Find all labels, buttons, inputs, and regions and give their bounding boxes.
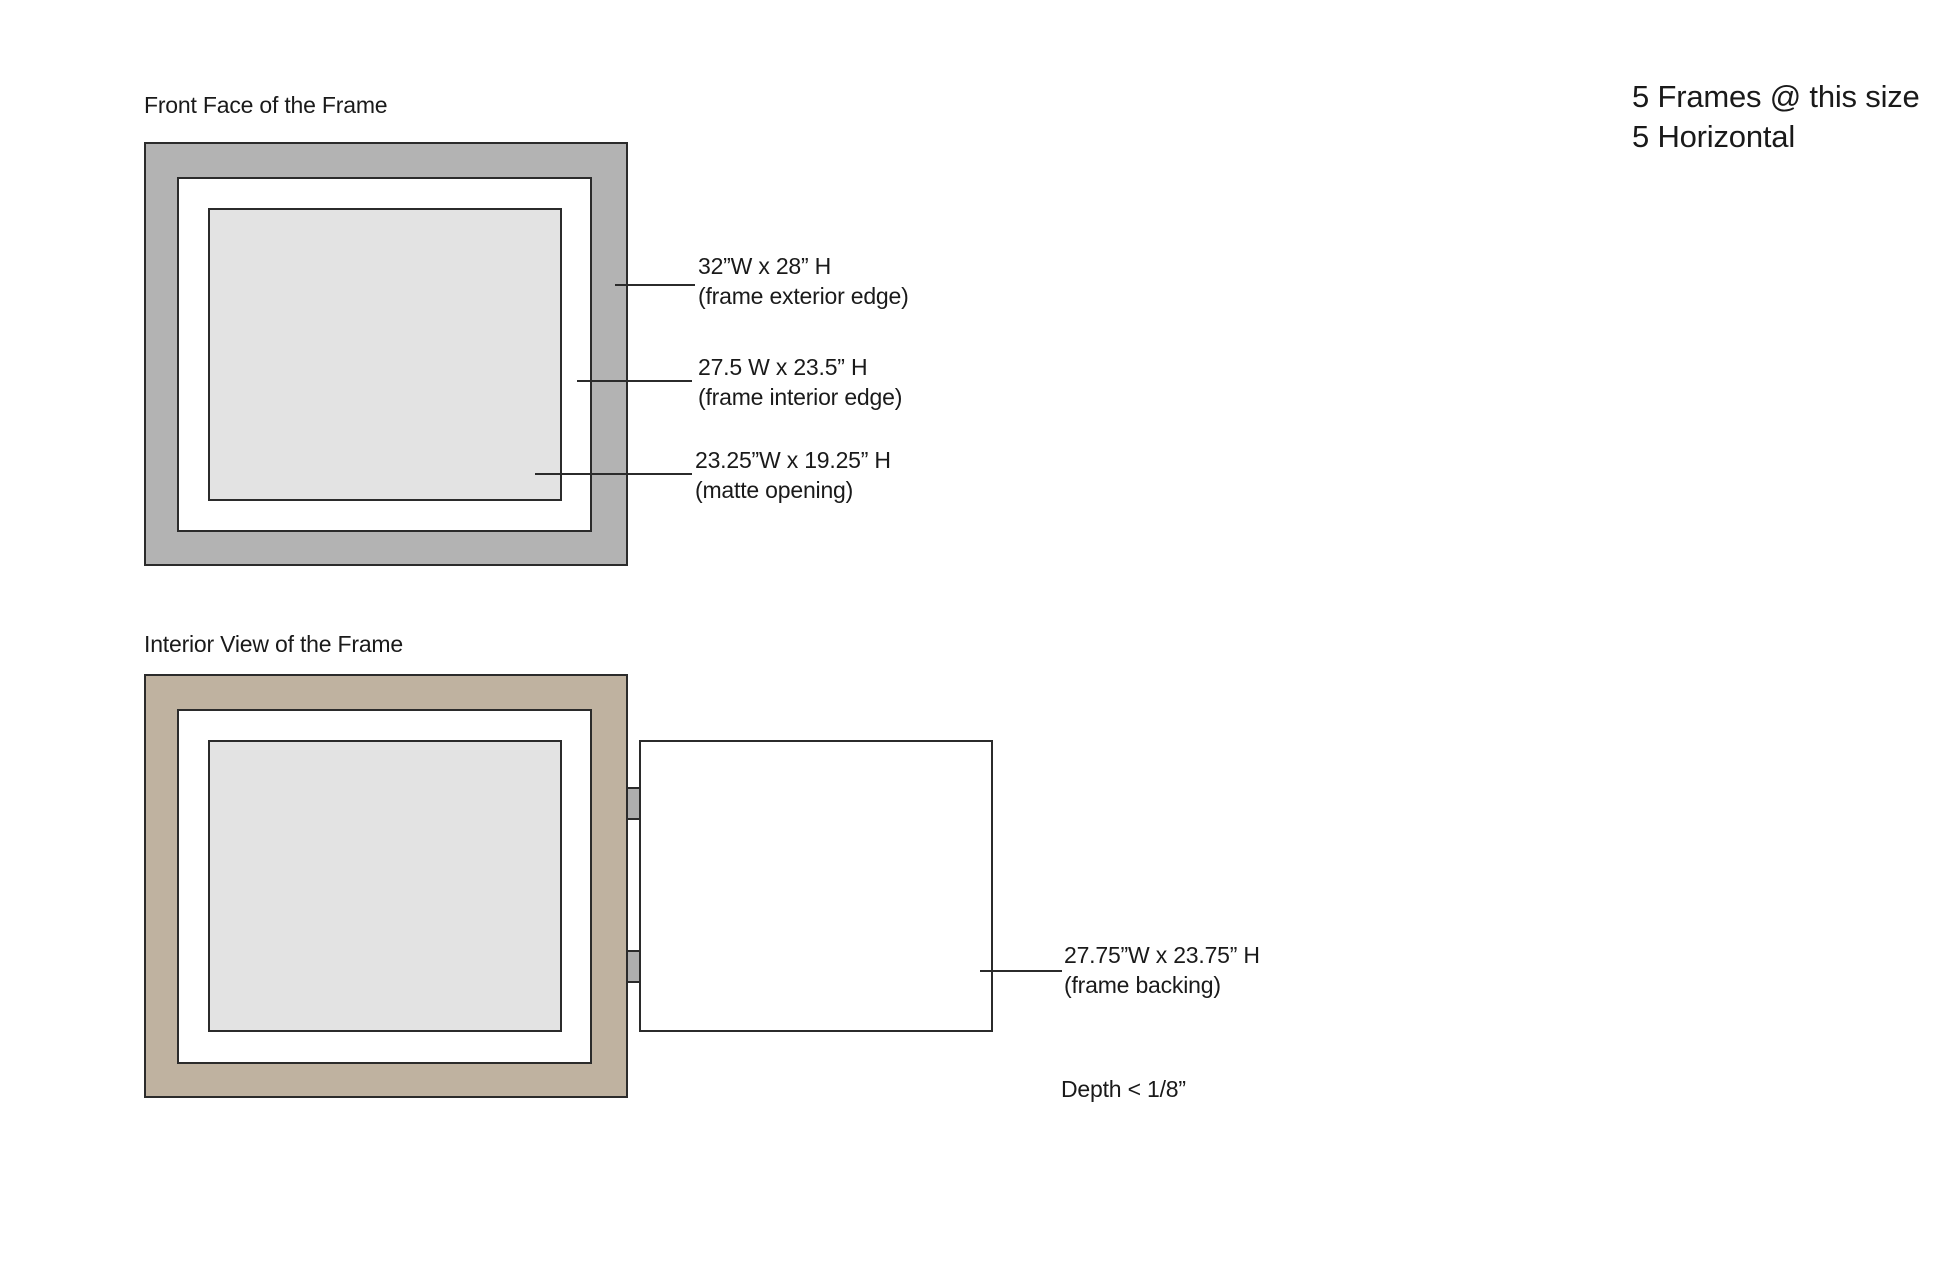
orientation-note: 5 Horizontal <box>1632 119 1796 154</box>
interior-view-title: Interior View of the Frame <box>144 631 403 657</box>
opening-description-label: (matte opening) <box>695 477 854 503</box>
backing-dimension-label: 27.75”W x 23.75” H <box>1064 942 1260 968</box>
exterior-leader-line <box>615 284 695 286</box>
interior-leader-line <box>577 380 692 382</box>
front-matte-opening <box>208 208 562 501</box>
interior-dimension-label: 27.5 W x 23.5” H <box>698 354 868 380</box>
opening-dimension-label: 23.25”W x 19.25” H <box>695 447 891 473</box>
frame-backing-board <box>639 740 993 1032</box>
backing-leader-line <box>980 970 1062 972</box>
depth-label: Depth < 1/8” <box>1061 1076 1186 1102</box>
quantity-note: 5 Frames @ this size <box>1632 79 1920 114</box>
opening-leader-line <box>535 473 692 475</box>
backing-description-label: (frame backing) <box>1064 972 1221 998</box>
interior-matte-opening <box>208 740 562 1032</box>
front-view-title: Front Face of the Frame <box>144 92 388 118</box>
exterior-description-label: (frame exterior edge) <box>698 283 909 309</box>
exterior-dimension-label: 32”W x 28” H <box>698 253 832 279</box>
interior-description-label: (frame interior edge) <box>698 384 903 410</box>
